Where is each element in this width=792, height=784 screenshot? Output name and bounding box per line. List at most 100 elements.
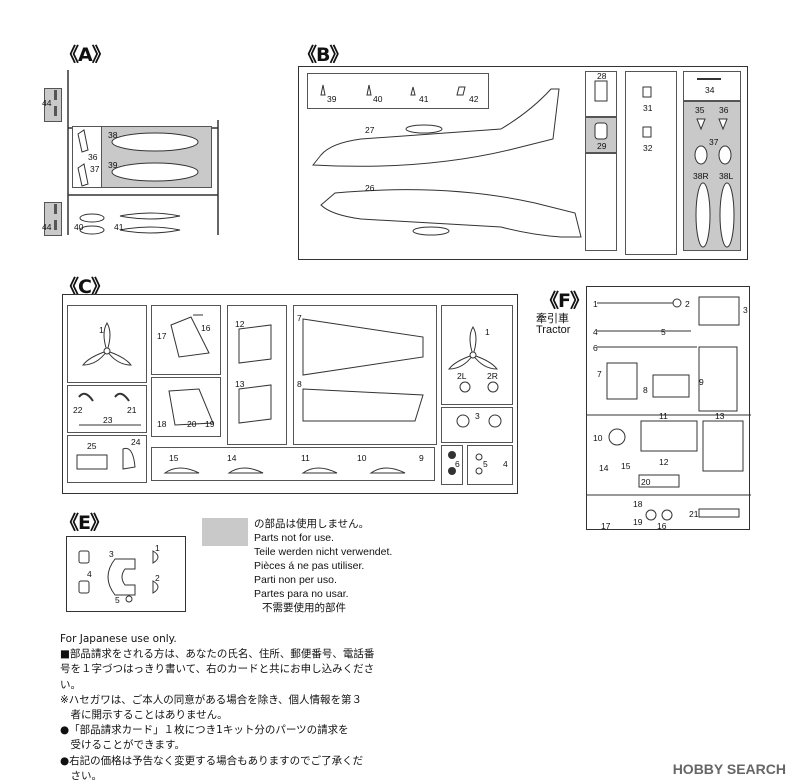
c-cell-6	[441, 445, 463, 485]
watermark: HOBBY SEARCH	[672, 761, 786, 777]
a-unused-tab-top	[44, 88, 62, 122]
part-b-40: 40	[373, 94, 383, 104]
sprue-f-subtitle-jp: 牽引車	[536, 312, 569, 325]
part-f-15: 15	[621, 461, 631, 471]
part-f-8: 8	[643, 385, 648, 395]
part-c-2L: 2L	[457, 371, 467, 381]
part-b-29: 29	[597, 141, 607, 151]
part-a-37: 37	[90, 164, 100, 174]
legend-it: Parti non per uso.	[254, 574, 337, 586]
part-c-14: 14	[227, 453, 237, 463]
sprue-a-title: 《A》	[60, 44, 111, 66]
part-c-24: 24	[131, 437, 141, 447]
part-b-31: 31	[643, 103, 653, 113]
japanese-notes: For Japanese use only. ■部品請求をされる方は、あなたの氏…	[60, 632, 390, 784]
legend-jp: の部品は使用しません。	[254, 518, 370, 530]
e-parts-drawing	[78, 550, 159, 603]
part-c-15: 15	[169, 453, 179, 463]
legend-en: Parts not for use.	[254, 532, 334, 544]
part-c-1-left: 1	[99, 325, 104, 335]
sprue-e-title: 《E》	[60, 512, 109, 534]
part-c-23: 23	[103, 415, 113, 425]
part-a-44-top: 44	[42, 98, 52, 108]
part-b-41: 41	[419, 94, 429, 104]
part-b-34: 34	[705, 85, 715, 95]
part-c-16: 16	[201, 323, 211, 333]
part-c-2R: 2R	[487, 371, 498, 381]
part-f-6: 6	[593, 343, 598, 353]
part-c-20: 20	[187, 419, 197, 429]
part-f-17: 17	[601, 521, 611, 531]
note-line-6: ●「部品請求カード」１枚につき1キット分のパーツの請求を	[60, 724, 349, 737]
part-c-6: 6	[455, 459, 460, 469]
part-f-14: 14	[599, 463, 609, 473]
part-a-36: 36	[88, 152, 98, 162]
note-line-3: い。	[60, 678, 81, 691]
part-c-8: 8	[297, 379, 302, 389]
part-b-36: 36	[719, 105, 729, 115]
part-a-38: 38	[108, 130, 118, 140]
c-cell-4-5	[467, 445, 513, 485]
part-a-40: 40	[74, 222, 84, 232]
part-f-18: 18	[633, 499, 643, 509]
part-c-17: 17	[157, 331, 167, 341]
c-parts-drawing	[76, 314, 502, 475]
part-c-22: 22	[73, 405, 83, 415]
part-c-19: 19	[205, 419, 215, 429]
part-e-1: 1	[155, 543, 160, 553]
part-c-5: 5	[483, 459, 488, 469]
part-e-2: 2	[155, 573, 160, 583]
b-right-parts	[594, 78, 735, 248]
legend-gray-swatch	[202, 518, 248, 546]
legend-es: Partes para no usar.	[254, 588, 349, 600]
part-f-12: 12	[659, 457, 669, 467]
sprue-f-subtitle-en: Tractor	[536, 324, 571, 336]
sprue-f: 1 2 3 4 5 6 7 8 9 10 11 12 13 14 15 16 1…	[586, 286, 751, 531]
legend-fr: Pièces á ne pas utiliser.	[254, 560, 365, 572]
part-f-19: 19	[633, 517, 643, 527]
part-c-10: 10	[357, 453, 367, 463]
b-col-28-lower	[585, 153, 617, 251]
part-c-18: 18	[157, 419, 167, 429]
a-parts-drawing	[54, 90, 199, 235]
part-f-13: 13	[715, 411, 725, 421]
part-b-32: 32	[643, 143, 653, 153]
note-line-4: ※ハセガワは、ご本人の同意がある場合を除き、個人情報を第３	[60, 693, 363, 706]
part-b-38R: 38R	[693, 171, 709, 181]
note-line-7: 受けることができます。	[60, 739, 185, 752]
note-line-9: さい。	[60, 769, 102, 782]
sprue-e: 3 1 4 2 5	[66, 536, 186, 612]
part-c-11: 11	[301, 453, 310, 463]
part-e-3: 3	[109, 549, 114, 559]
part-c-13: 13	[235, 379, 245, 389]
part-b-35: 35	[695, 105, 705, 115]
sprue-a: 44 38 36 37 39 44 40 41	[40, 70, 220, 240]
part-a-44-bottom: 44	[42, 222, 52, 232]
part-c-25: 25	[87, 441, 97, 451]
sprue-c-title: 《C》	[60, 276, 110, 298]
part-b-42: 42	[469, 94, 479, 104]
note-line-1: ■部品請求をされる方は、あなたの氏名、住所、郵便番号、電話番	[60, 648, 375, 661]
part-c-1-right: 1	[485, 327, 490, 337]
part-c-3: 3	[475, 411, 480, 421]
sprue-b-title: 《B》	[298, 44, 348, 66]
part-f-20: 20	[641, 477, 651, 487]
part-f-7: 7	[597, 369, 602, 379]
part-f-11: 11	[659, 411, 668, 421]
part-b-26: 26	[365, 183, 375, 193]
part-f-5: 5	[661, 327, 666, 337]
note-line-5: 者に開示することはありません。	[60, 709, 228, 722]
b-parts-drawing	[312, 84, 582, 238]
b-col-31	[625, 71, 677, 255]
legend-de: Teile werden nicht verwendet.	[254, 546, 393, 558]
legend-zh: 不需要使用的部件	[262, 602, 346, 614]
c-cell-prop-right	[441, 305, 513, 405]
part-c-7: 7	[297, 313, 302, 323]
part-b-39: 39	[327, 94, 337, 104]
part-a-41: 41	[114, 222, 124, 232]
c-cell-wheels	[151, 447, 435, 481]
note-line-0: For Japanese use only.	[60, 633, 177, 645]
part-f-10: 10	[593, 433, 603, 443]
c-cell-3	[441, 407, 513, 443]
c-cell-prop-left	[67, 305, 147, 383]
